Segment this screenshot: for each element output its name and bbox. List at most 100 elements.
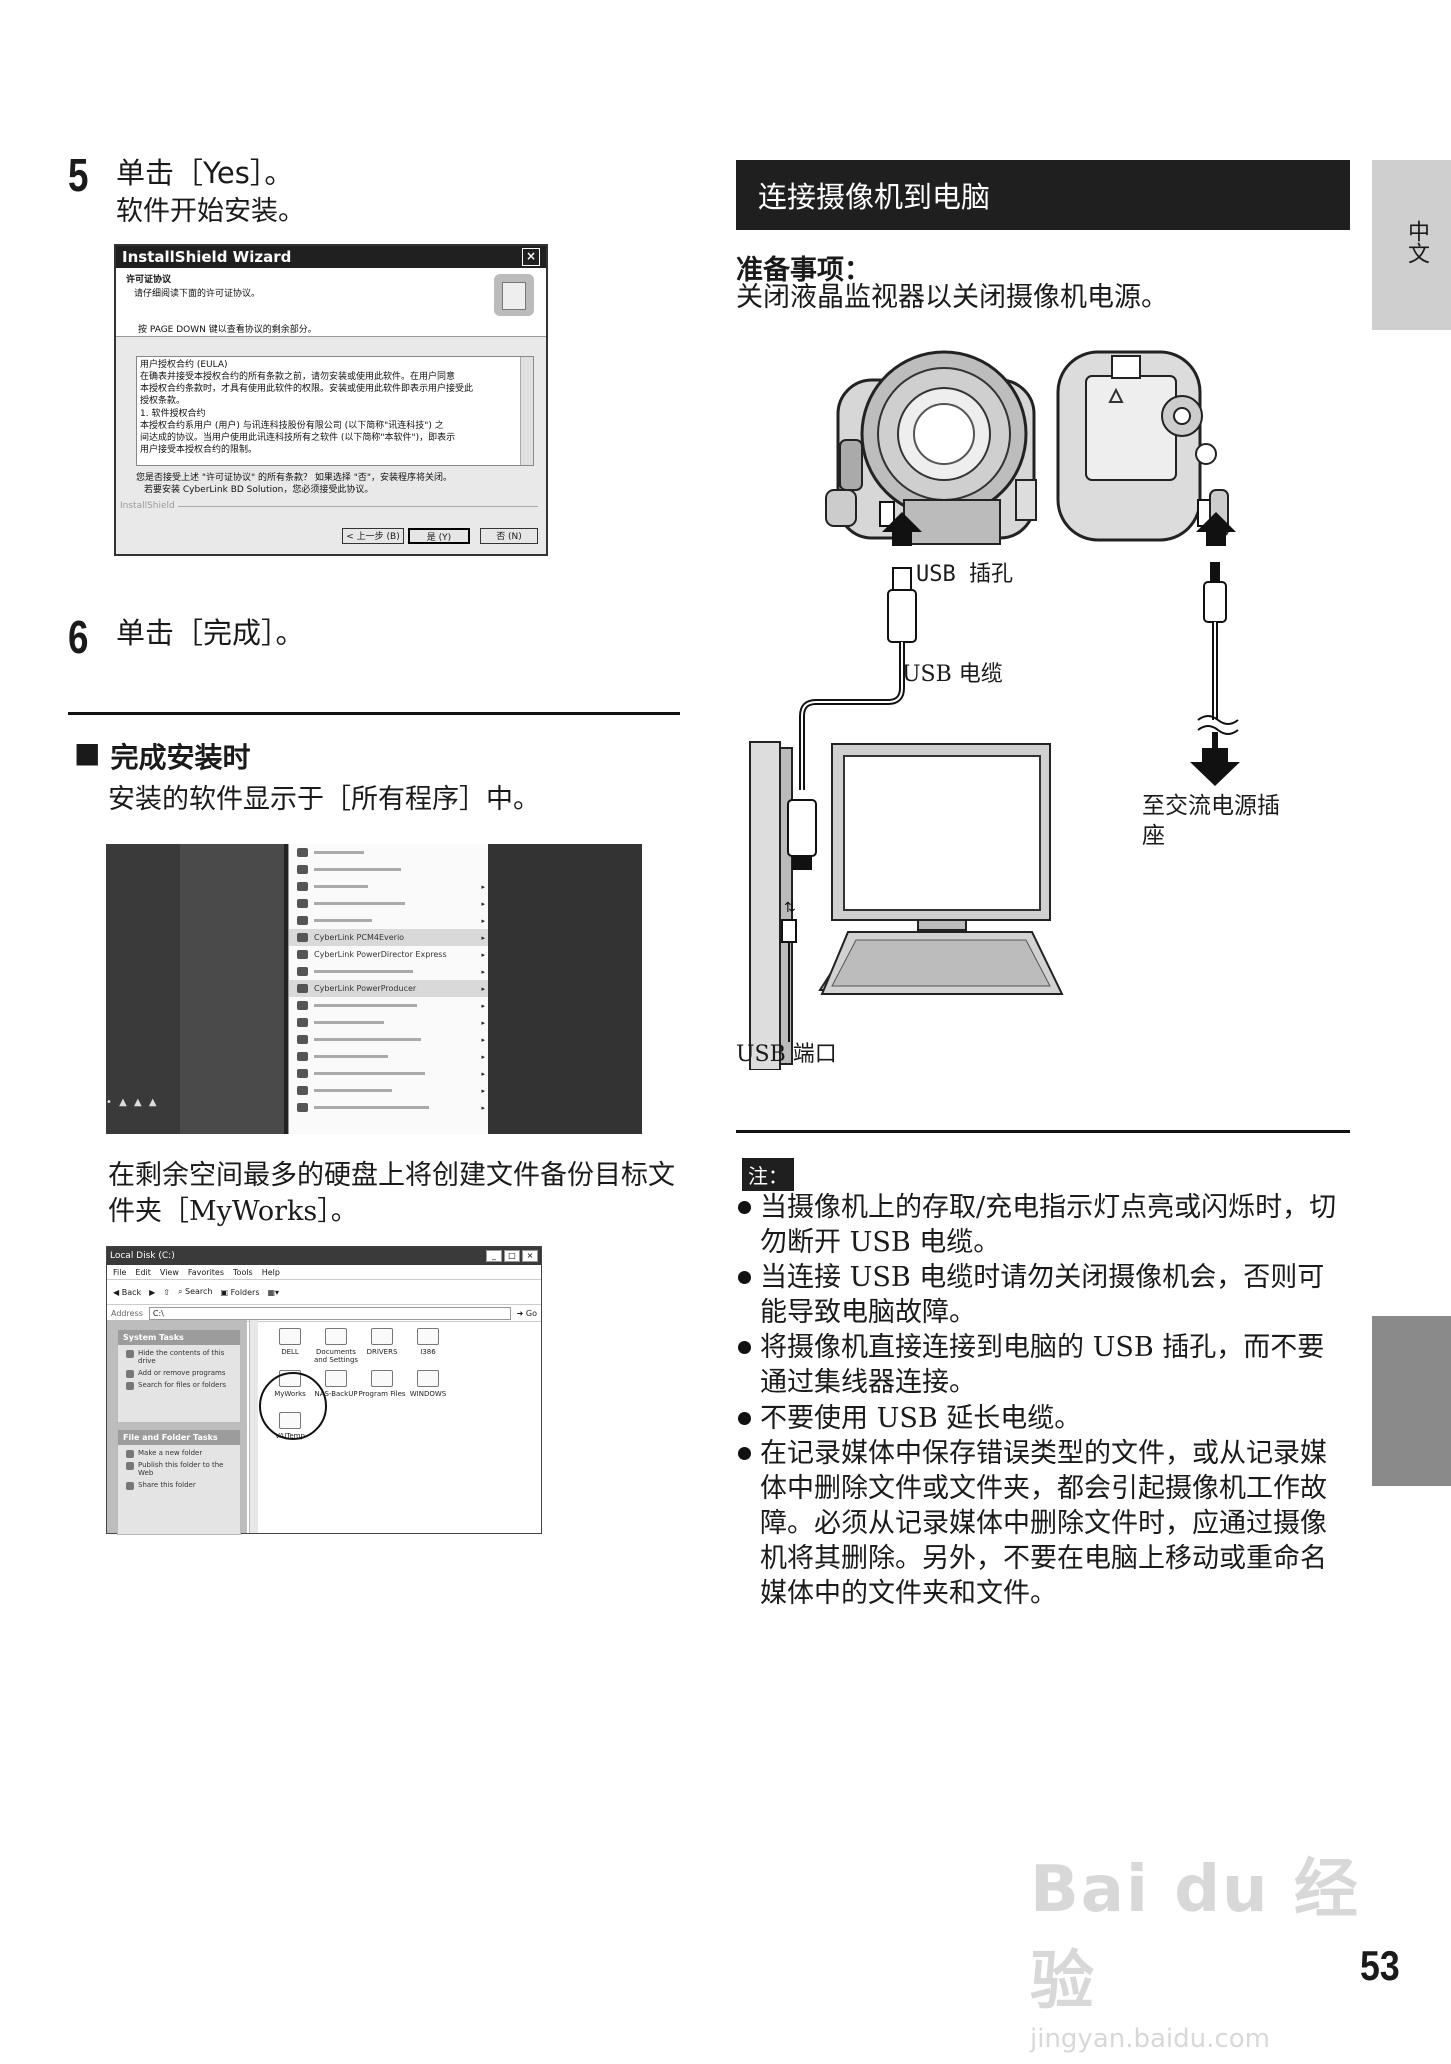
- program-folder-icon: [297, 1069, 308, 1078]
- menu-item-edit[interactable]: Edit: [135, 1267, 151, 1277]
- menu-item-tools[interactable]: Tools: [233, 1267, 253, 1277]
- folders-button[interactable]: ▣ Folders: [220, 1287, 260, 1297]
- backup-folder-text: 在剩余空间最多的硬盘上将创建文件备份目标文件夹［MyWorks］。: [108, 1160, 675, 1228]
- task-link[interactable]: Add or remove programs: [126, 1369, 236, 1378]
- submenu-arrow-icon: ▸: [481, 1035, 485, 1044]
- program-menu-item[interactable]: CyberLink PCM4Everio▸: [289, 929, 489, 946]
- close-icon[interactable]: ×: [522, 1250, 538, 1262]
- program-menu-item[interactable]: [289, 844, 489, 861]
- eula-line: 在确表并接受本授权合约的所有条款之前，请勿安装或使用此软件。在用户同意: [140, 372, 456, 383]
- eula-line: 1. 软件授权合约: [140, 408, 206, 419]
- eula-line: 本授权合约条款时，才具有使用此软件的权限。安装或使用此软件即表示用户接受此: [140, 384, 474, 395]
- folder-label: I386: [420, 1348, 436, 1356]
- program-menu-item[interactable]: ▸: [289, 878, 489, 895]
- usb-jack-label: USB 插孔: [916, 562, 1013, 587]
- connect-section-header: 连接摄像机到电脑: [736, 160, 1350, 230]
- eula-scrollbar[interactable]: [520, 357, 533, 465]
- program-menu-item[interactable]: ▸: [289, 895, 489, 912]
- task-icon: [126, 1350, 134, 1358]
- program-menu-item[interactable]: ▸: [289, 963, 489, 980]
- program-menu-item[interactable]: ▸: [289, 997, 489, 1014]
- program-menu-item[interactable]: ▸: [289, 1031, 489, 1048]
- program-menu-item[interactable]: CyberLink PowerProducer▸: [289, 980, 489, 997]
- folder-item[interactable]: Documents and Settings: [309, 1328, 363, 1364]
- search-button[interactable]: ⌕ Search: [177, 1287, 213, 1296]
- up-icon[interactable]: ⇧: [163, 1287, 170, 1297]
- installshield-heading: 许可证协议: [126, 275, 172, 285]
- program-menu-item[interactable]: ▸: [289, 1065, 489, 1082]
- folder-item[interactable]: NAS-BackUP: [309, 1370, 363, 1398]
- back-button[interactable]: ◀ Back: [113, 1287, 142, 1297]
- address-input[interactable]: C:\: [148, 1306, 511, 1320]
- views-icon[interactable]: ▦▾: [267, 1287, 280, 1297]
- menu-item-favorites[interactable]: Favorites: [187, 1267, 225, 1277]
- folder-label: DRIVERS: [366, 1348, 398, 1356]
- maximize-icon[interactable]: □: [504, 1250, 520, 1262]
- task-icon: [126, 1482, 134, 1490]
- task-link[interactable]: Search for files or folders: [126, 1381, 236, 1390]
- menu-item-view[interactable]: View: [159, 1267, 179, 1277]
- note-label: 注：: [742, 1158, 794, 1191]
- yes-button[interactable]: 是 (Y): [408, 528, 470, 544]
- explorer-titlebar: Local Disk (C:) _ □ ×: [107, 1247, 541, 1265]
- close-icon[interactable]: ×: [522, 248, 540, 266]
- task-icon: [126, 1370, 134, 1378]
- note-item: 当摄像机上的存取/充电指示灯点亮或闪烁时，切勿断开 USB 电缆。: [738, 1190, 1344, 1260]
- program-menu-item[interactable]: ▸: [289, 1082, 489, 1099]
- forward-icon[interactable]: ▶: [149, 1287, 156, 1297]
- eula-line: 用户接受本授权合约的限制。: [140, 444, 258, 455]
- task-icon: [126, 1450, 134, 1458]
- bullet-dot-icon: [738, 1411, 751, 1425]
- installshield-title: InstallShield Wizard: [122, 248, 292, 266]
- system-tasks-heading[interactable]: System Tasks: [118, 1330, 240, 1345]
- program-menu-label: CyberLink PowerDirector Express: [314, 950, 447, 959]
- monitor-illustration: [818, 743, 1064, 995]
- task-icon: [126, 1382, 134, 1390]
- installshield-titlebar: InstallShield Wizard ×: [116, 246, 546, 268]
- eula-textbox[interactable]: 用户授权合约 (EULA)在确表并接受本授权合约的所有条款之前，请勿安装或使用此…: [136, 356, 534, 466]
- connection-diagram: ⇅: [749, 350, 1240, 1070]
- system-tasks-pane: System Tasks Hide the contents of this d…: [117, 1329, 241, 1423]
- folder-item[interactable]: DRIVERS: [355, 1328, 409, 1356]
- step-5-subtitle: 软件开始安装。: [116, 196, 305, 227]
- bullet-dot-icon: [738, 1446, 751, 1460]
- folder-icon: [417, 1370, 439, 1387]
- program-menu-item[interactable]: ▸: [289, 1014, 489, 1031]
- task-link[interactable]: Share this folder: [126, 1481, 236, 1490]
- back-button[interactable]: < 上一步 (B): [342, 528, 404, 544]
- folder-item[interactable]: I386: [401, 1328, 455, 1356]
- program-menu-item[interactable]: ▸: [289, 912, 489, 929]
- explorer-screenshot: Local Disk (C:) _ □ × File Edit View Favori…: [106, 1246, 542, 1535]
- go-button[interactable]: ➜ Go: [516, 1308, 537, 1318]
- program-menu-item[interactable]: [289, 861, 489, 878]
- notes-list: 当摄像机上的存取/充电指示灯点亮或闪烁时，切勿断开 USB 电缆。当连接 USB…: [738, 1190, 1344, 1611]
- no-button[interactable]: 否 (N): [480, 528, 538, 544]
- language-tab[interactable]: 中文: [1372, 160, 1451, 330]
- folder-item[interactable]: Program Files: [355, 1370, 409, 1398]
- task-link[interactable]: Make a new folder: [126, 1449, 236, 1458]
- program-folder-icon: [297, 950, 308, 959]
- minimize-icon[interactable]: _: [486, 1250, 502, 1262]
- bullet-dot-icon: [738, 1271, 751, 1285]
- folder-item[interactable]: DELL: [263, 1328, 317, 1356]
- svg-text:⇅: ⇅: [784, 900, 796, 916]
- menu-item-file[interactable]: File: [113, 1267, 127, 1277]
- file-tasks-heading[interactable]: File and Folder Tasks: [118, 1430, 240, 1445]
- task-link[interactable]: Publish this folder to the Web: [126, 1461, 236, 1477]
- program-folder-icon: [297, 933, 308, 942]
- connect-section-title: 连接摄像机到电脑: [758, 180, 991, 214]
- folder-icon: [417, 1328, 439, 1345]
- arrow-down-icon: [1190, 748, 1240, 786]
- task-link[interactable]: Hide the contents of this drive: [126, 1349, 236, 1365]
- step-5-title: 单击［Yes］。: [116, 156, 294, 190]
- program-menu-item[interactable]: ▸: [289, 1099, 489, 1116]
- program-menu-item[interactable]: ▸: [289, 1048, 489, 1065]
- submenu-arrow-icon: ▸: [481, 984, 485, 993]
- program-folder-icon: [297, 1001, 308, 1010]
- folder-item[interactable]: WINDOWS: [401, 1370, 455, 1398]
- installshield-screenshot: InstallShield Wizard × 许可证协议 请仔细阅读下面的许可证…: [114, 244, 548, 556]
- folder-label: Program Files: [358, 1390, 406, 1398]
- menu-item-help[interactable]: Help: [261, 1267, 280, 1277]
- explorer-addressbar: Address C:\ ➜ Go: [107, 1305, 541, 1322]
- program-menu-item[interactable]: CyberLink PowerDirector Express▸: [289, 946, 489, 963]
